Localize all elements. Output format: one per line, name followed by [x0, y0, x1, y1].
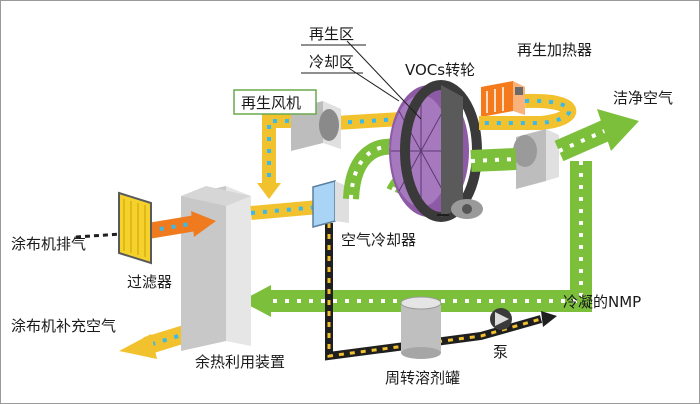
label-condensed-nmp: 冷凝的NMP: [563, 293, 641, 311]
label-turnover-tank: 周转溶剂罐: [385, 369, 460, 387]
turnover-tank: [400, 296, 442, 359]
label-pump: 泵: [493, 343, 508, 361]
label-voc-rotor: VOCs转轮: [405, 61, 475, 79]
regeneration-fan-label-box: [233, 89, 317, 115]
label-heat-recovery-unit: 余热利用装置: [195, 353, 285, 371]
label-regeneration-fan: 再生风机: [241, 94, 301, 112]
exhaust-fan: [513, 129, 559, 189]
label-clean-air: 洁净空气: [613, 89, 673, 107]
label-coater-exhaust: 涂布机排气: [11, 235, 86, 253]
zone-leader-lines: [346, 40, 422, 120]
label-filter: 过滤器: [127, 273, 172, 291]
regeneration-air-loop: [257, 112, 402, 199]
pump-symbol: [490, 308, 512, 330]
process-air-to-cooler: [250, 200, 320, 220]
heater-loop: [479, 93, 577, 130]
heat-recovery-unit: [181, 186, 251, 351]
regeneration-heater: [481, 81, 525, 117]
label-regeneration-heater: 再生加热器: [517, 41, 592, 59]
voc-rotor: [389, 80, 483, 222]
filter-element: [118, 191, 152, 265]
air-cooler: [312, 180, 349, 228]
clean-air-arrow: [470, 109, 639, 172]
label-regeneration-zone: 再生区: [309, 25, 354, 43]
label-air-cooler: 空气冷却器: [341, 231, 416, 249]
label-cooling-zone: 冷却区: [309, 53, 354, 71]
clean-air-return-arrow: [241, 161, 592, 317]
label-coater-makeup-air: 涂布机补充空气: [11, 317, 116, 335]
